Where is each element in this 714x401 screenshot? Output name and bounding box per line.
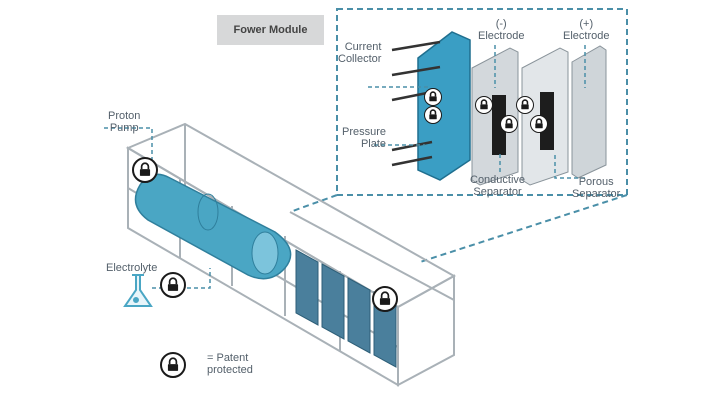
stack-module <box>321 263 345 340</box>
label-conductive-separator: Conductive Separator <box>470 174 525 198</box>
label-line: Porous <box>578 176 614 188</box>
electrolyte-leader <box>152 268 211 289</box>
label-positive-electrode: (+) Electrode <box>563 18 609 42</box>
zoom-link-left <box>289 194 338 213</box>
porous-separator-leader <box>554 155 585 179</box>
flask-icon <box>123 274 153 307</box>
padlock-icon <box>475 96 493 114</box>
leader-lines <box>104 45 586 289</box>
label-line: Current <box>344 41 382 53</box>
zoom-link-right <box>419 194 628 263</box>
module-title: Fower Module <box>217 15 324 45</box>
tank-ring <box>197 193 219 231</box>
padlock-icon <box>500 115 518 133</box>
padlock-icon <box>160 272 186 298</box>
label-line: Electrode <box>563 30 610 42</box>
label-negative-electrode: (-) Electrode <box>478 18 524 42</box>
label-line: Separator <box>473 186 522 198</box>
zoom-box <box>336 8 628 196</box>
padlock-icon <box>160 352 186 378</box>
label-line: Pump <box>109 122 139 134</box>
label-line: Electrode <box>478 30 525 42</box>
label-current-collector: Current Collector <box>338 41 381 65</box>
legend-line: protected <box>207 364 253 376</box>
padlock-icon <box>132 157 158 183</box>
legend-text: = Patent protected <box>207 352 253 376</box>
negative-electrode <box>492 95 506 155</box>
label-line: Pressure <box>342 126 387 138</box>
stack-module <box>347 277 371 354</box>
padlock-icon <box>424 106 442 124</box>
tank-end-cap <box>251 231 279 275</box>
label-pressure-plate: Pressure Plate <box>342 126 386 150</box>
proton-pump-leader <box>104 127 153 165</box>
padlock-icon <box>530 115 548 133</box>
label-line: Proton <box>108 110 141 122</box>
label-proton-pump: Proton Pump <box>108 110 140 134</box>
label-line: Plate <box>360 138 387 150</box>
padlock-icon <box>424 88 442 106</box>
tank-assembly <box>134 173 292 280</box>
label-line: (+) <box>579 18 594 30</box>
legend-line: = Patent <box>207 352 249 364</box>
label-line: Separator <box>572 188 621 200</box>
label-line: (-) <box>495 18 507 30</box>
zoom-frame <box>289 8 628 263</box>
padlock-icon <box>516 96 534 114</box>
label-line: Collector <box>338 53 382 65</box>
label-porous-separator: Porous Separator <box>572 176 620 200</box>
end-plate <box>571 45 607 179</box>
padlock-icon <box>372 286 398 312</box>
frame-end <box>397 274 455 387</box>
label-line: Conductive <box>470 174 526 186</box>
label-electrolyte: Electrolyte <box>106 262 158 274</box>
stack-module <box>295 249 319 326</box>
